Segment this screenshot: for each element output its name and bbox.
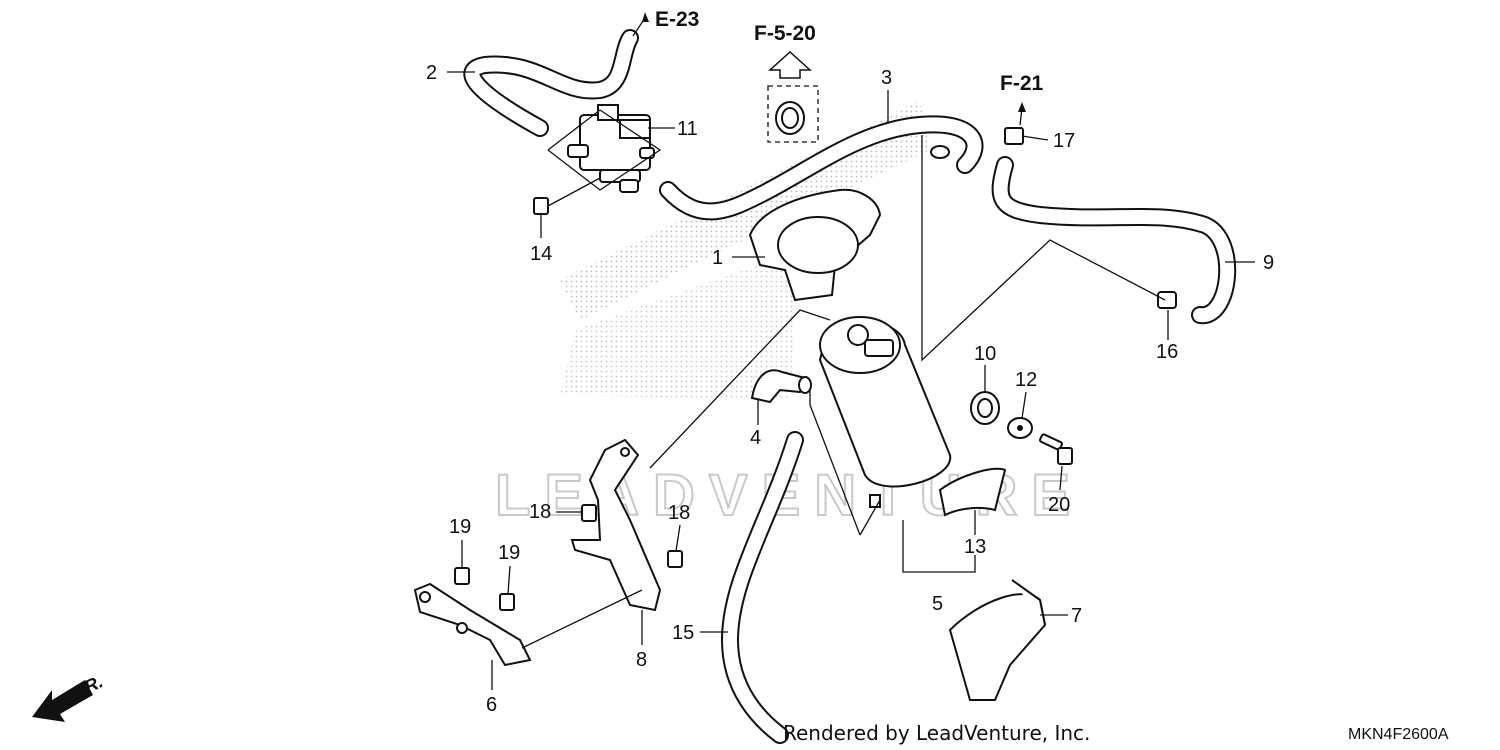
hose-2[interactable]: [463, 29, 639, 137]
ref-f21: F-21: [1000, 72, 1044, 95]
canister-5[interactable]: [818, 316, 952, 508]
callout-18-left: 18: [529, 501, 551, 523]
callout-20: 20: [1048, 494, 1070, 516]
callout-18-right: 18: [668, 502, 690, 524]
front-direction-arrow: FR.: [32, 671, 106, 722]
callout-1: 1: [712, 247, 723, 269]
solenoid-valve-11[interactable]: [567, 104, 655, 193]
hose-3[interactable]: [659, 115, 984, 221]
f21-arrowhead: [1018, 102, 1026, 112]
callout-6: 6: [486, 694, 497, 716]
clamp-16[interactable]: [1157, 291, 1177, 309]
e23-arrowhead: [642, 12, 649, 22]
callout-14: 14: [530, 243, 552, 265]
diagram-code: MKN4F2600A: [1348, 726, 1449, 743]
callout-11: 11: [677, 118, 698, 140]
callout-5: 5: [932, 593, 943, 615]
clamp-detail-f520: [767, 50, 819, 143]
protector-13[interactable]: [938, 467, 1007, 517]
callout-17: 17: [1053, 130, 1075, 152]
callout-19-lower: 19: [498, 542, 520, 564]
grommet-10[interactable]: [970, 391, 1000, 425]
callout-19-upper: 19: [449, 516, 471, 538]
callout-3: 3: [881, 67, 892, 89]
bracket-6[interactable]: [413, 582, 532, 667]
credit-text: Rendered by LeadVenture, Inc.: [783, 721, 1090, 745]
callout-7: 7: [1071, 605, 1082, 627]
bracket-8[interactable]: [570, 438, 662, 612]
bolt-18-lower[interactable]: [667, 550, 683, 568]
callout-15: 15: [672, 622, 694, 644]
callout-10: 10: [974, 343, 996, 365]
callout-9: 9: [1263, 252, 1274, 274]
callout-13: 13: [964, 536, 986, 558]
bolt-18-upper[interactable]: [581, 504, 597, 522]
bolt-19-lower[interactable]: [499, 593, 515, 611]
clamp-17[interactable]: [1004, 127, 1024, 145]
washer-12[interactable]: [1007, 417, 1033, 439]
callout-12: 12: [1015, 369, 1037, 391]
callout-8: 8: [636, 649, 647, 671]
ref-e23: E-23: [655, 8, 699, 31]
valve-11-bracket-leader: [547, 109, 662, 191]
callout-2: 2: [426, 62, 437, 84]
bolt-14[interactable]: [533, 177, 601, 215]
leader-lines: [447, 71, 1255, 690]
bolt-19-upper[interactable]: [454, 567, 470, 585]
callout-16: 16: [1156, 341, 1178, 363]
bolt-20[interactable]: [1038, 433, 1073, 465]
joint-4[interactable]: [750, 369, 812, 404]
cover-7[interactable]: [948, 579, 1047, 701]
ref-f520: F-5-20: [754, 22, 816, 45]
hose-15[interactable]: [721, 431, 804, 744]
callout-4: 4: [750, 427, 761, 449]
hose-9[interactable]: [991, 156, 1237, 325]
canister-holder-1[interactable]: [748, 188, 882, 302]
